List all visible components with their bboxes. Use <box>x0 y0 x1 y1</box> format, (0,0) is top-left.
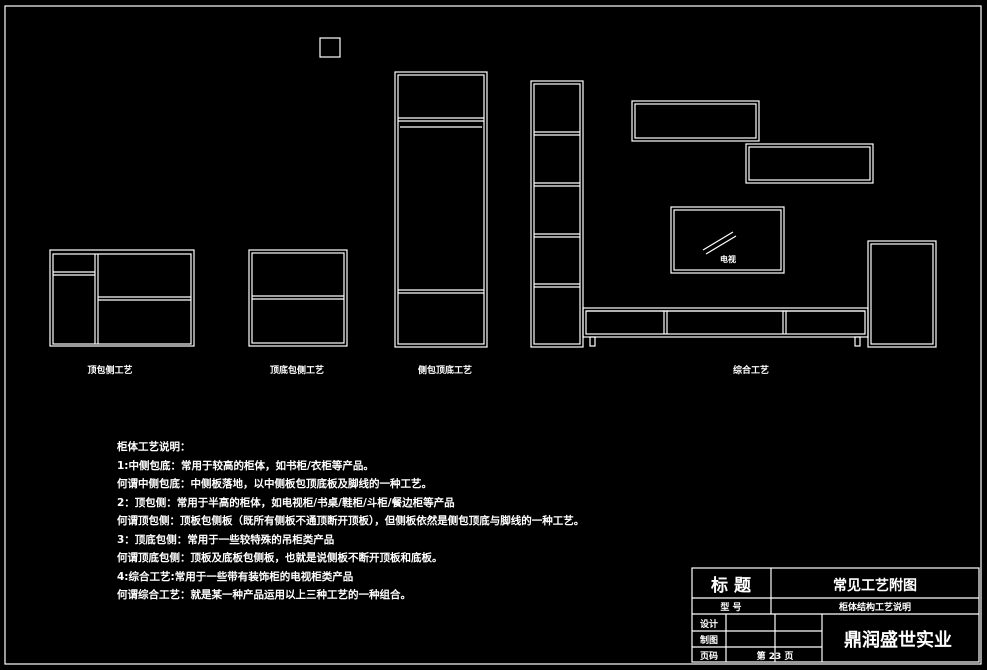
cabinet-top-bottom-side <box>248 249 348 347</box>
cabinet-top-side <box>49 249 195 347</box>
draw-label: 制图 <box>700 634 718 646</box>
label-side-top-bottom: 侧包顶底工艺 <box>418 364 472 376</box>
label-combined: 综合工艺 <box>733 364 769 376</box>
model-label: 型 号 <box>720 601 741 613</box>
model-value: 柜体结构工艺说明 <box>838 601 911 613</box>
title-label: 标 题 <box>711 575 752 596</box>
title-value: 常见工艺附图 <box>833 577 917 594</box>
note-line: 何谓综合工艺：就是某一种产品运用以上三种工艺的一种组合。 <box>117 589 411 601</box>
note-line: 4:综合工艺:常用于一些带有装饰柜的电视柜类产品 <box>117 570 354 583</box>
cabinet-side-top-bottom <box>394 71 488 348</box>
note-line: 3：顶底包侧：常用于一些较特殊的吊柜类产品 <box>117 533 335 546</box>
company-name: 鼎润盛世实业 <box>844 629 952 651</box>
design-label: 设计 <box>700 618 718 630</box>
label-top-side: 顶包侧工艺 <box>87 364 132 376</box>
page-label: 页码 <box>700 651 718 662</box>
note-line: 何谓顶底包侧：顶板及底板包侧板，也就是说侧板不断开顶板和底板。 <box>117 552 443 564</box>
note-line: 2：顶包侧：常用于半高的柜体，如电视柜/书桌/鞋柜/斗柜/餐边柜等产品 <box>117 496 455 509</box>
note-line: 何谓中侧包底：中侧板落地，以中侧板包顶底板及脚线的一种工艺。 <box>117 478 432 490</box>
title-block <box>691 567 980 663</box>
small-square <box>319 37 341 58</box>
tv-label: 电视 <box>720 254 736 264</box>
process-notes: 柜体工艺说明： 1:中侧包底：常用于较高的柜体，如书柜/衣柜等产品。 何谓中侧包… <box>117 438 717 605</box>
notes-title: 柜体工艺说明： <box>117 441 191 453</box>
cabinet-combined <box>530 80 937 348</box>
drawing-frame <box>4 5 982 665</box>
note-line: 1:中侧包底：常用于较高的柜体，如书柜/衣柜等产品。 <box>117 459 374 472</box>
note-line: 何谓顶包侧：顶板包侧板（既所有侧板不通顶断开顶板），但侧板依然是侧包顶底与脚线的… <box>117 515 585 527</box>
page-value: 第 23 页 <box>757 650 794 662</box>
label-top-bottom-side: 顶底包侧工艺 <box>270 364 324 376</box>
